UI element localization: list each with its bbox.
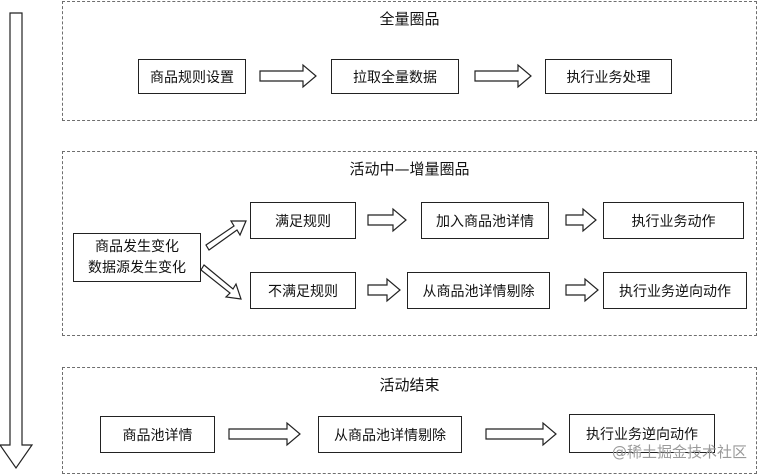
rule-setting-box: 商品规则设置 [138,59,246,94]
reverse-action-box: 执行业务逆向动作 [569,414,715,453]
arrow-diagonal-up [205,220,247,251]
change-source-box: 商品发生变化 数据源发生变化 [73,233,201,282]
section-title: 全量圈品 [379,10,440,28]
not-match-rule-box: 不满足规则 [250,272,356,309]
pool-detail-box: 商品池详情 [100,416,215,453]
reverse-action-box: 执行业务逆向动作 [603,272,747,309]
remove-from-pool-box: 从商品池详情剔除 [318,416,462,453]
source-line: 商品发生变化 [95,238,179,255]
remove-from-pool-box: 从商品池详情剔除 [407,272,550,309]
arrow-right [259,63,317,89]
arrow-right [474,63,532,89]
arrow-right [565,277,599,303]
pull-full-data-box: 拉取全量数据 [331,59,459,94]
match-rule-box: 满足规则 [250,202,356,239]
business-action-box: 执行业务动作 [603,202,744,239]
arrow-right [367,207,407,233]
arrow-right [228,421,301,447]
arrow-right [565,207,597,233]
arrow-right [367,277,401,303]
business-process-box: 执行业务处理 [545,59,672,94]
source-line: 数据源发生变化 [88,259,186,276]
arrow-diagonal-down [200,264,242,300]
section-full-selection [62,1,757,121]
section-incremental-selection [62,151,757,336]
timeline-arrow [0,12,34,470]
add-to-pool-box: 加入商品池详情 [421,202,549,239]
section-title: 活动中—增量圈品 [349,160,470,178]
section-activity-end [62,367,757,474]
arrow-right [485,421,557,447]
section-title: 活动结束 [379,376,440,394]
watermark: @稀土掘金技术社区 [612,443,748,461]
